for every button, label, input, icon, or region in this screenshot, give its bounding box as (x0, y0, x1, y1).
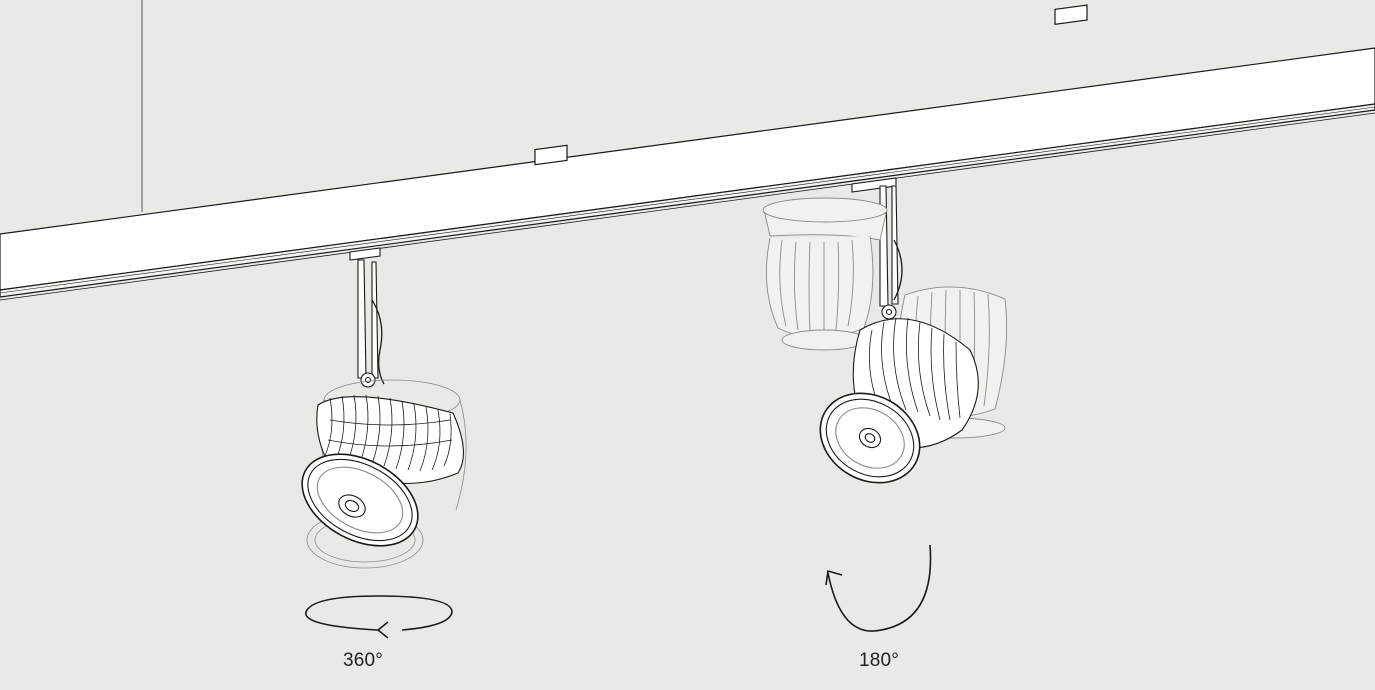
track-clip-left (534, 144, 568, 166)
spotlight-left (301, 247, 467, 569)
rotation-360-label: 360° (343, 650, 384, 671)
track-clip-right (1054, 4, 1088, 26)
rotation-180-label: 180° (859, 650, 900, 671)
ceiling-track (0, 4, 1375, 301)
spotlight-right (762, 177, 1008, 484)
rotation-180-arrow (825, 544, 932, 632)
rotation-360-arrow (305, 595, 453, 639)
